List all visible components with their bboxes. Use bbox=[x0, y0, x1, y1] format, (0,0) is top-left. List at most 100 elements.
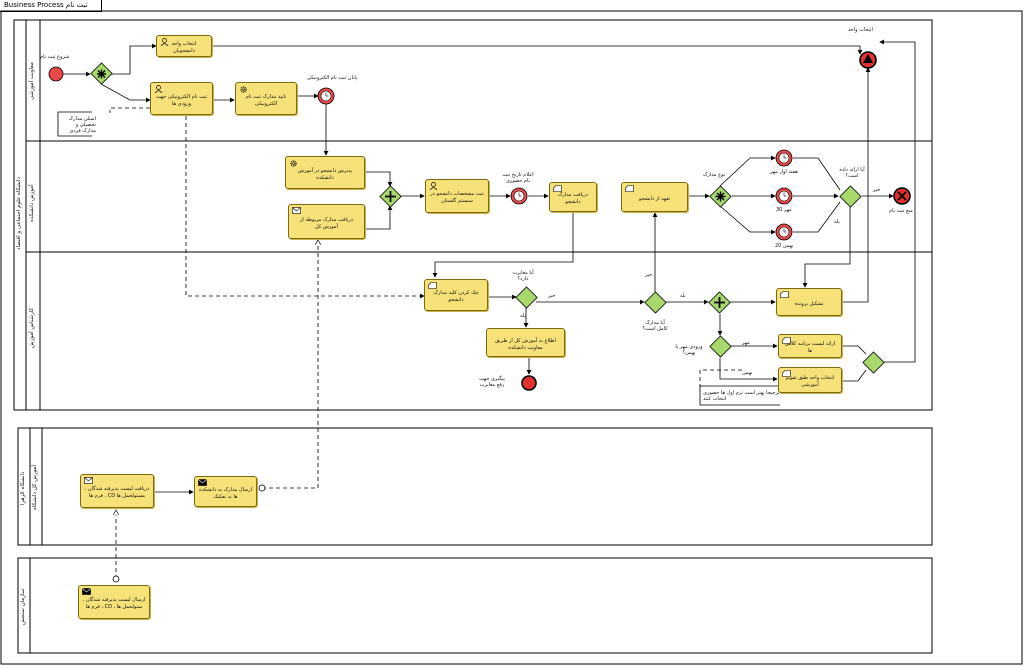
sequence-flows bbox=[63, 39, 916, 495]
task-label: چک کردن کلیه مدارک دانشجو bbox=[433, 290, 479, 303]
mehr-label: مهر bbox=[742, 340, 750, 346]
timer-first-week-mehr bbox=[775, 149, 793, 167]
bahman20-label: بهمن 20 bbox=[775, 243, 794, 249]
doc-type-label: نوع مدارک bbox=[703, 172, 726, 178]
annotation-first-term: ترجیحا بهتر است ترم اول ها حضوری انتخاب … bbox=[703, 390, 780, 402]
task-receive-admitted-list[interactable]: دریافت لیست پذیرفته شدگان ، فرم ها ، CD … bbox=[80, 474, 154, 508]
canvas-frame bbox=[0, 10, 1023, 665]
hand-icon bbox=[553, 185, 562, 193]
user-icon bbox=[160, 38, 169, 46]
gateway-complete bbox=[644, 291, 667, 314]
stop-label: منع ثبت نام bbox=[889, 208, 913, 214]
user-icon bbox=[429, 182, 438, 190]
gateway-deficit bbox=[515, 286, 538, 309]
task-label: ارسال لیست پذیرفته شدگان ، فرم ها ، CD ،… bbox=[82, 597, 146, 610]
task-label: دریافت لیست پذیرفته شدگان ، فرم ها ، CD … bbox=[84, 486, 150, 499]
submitted-question-label: آیا ارائه داده است؟ bbox=[839, 167, 865, 179]
annotation-bracket-1 bbox=[57, 111, 92, 137]
end-event-stop bbox=[893, 187, 911, 205]
gear-icon bbox=[239, 85, 248, 93]
gear-icon bbox=[289, 159, 298, 167]
task-label: پذیرش دانشجو در آموزش دانشکده bbox=[297, 167, 353, 181]
entry-question-label: ورودی مهر یا بهمن؟ bbox=[675, 344, 703, 356]
no-label-2: خیر bbox=[548, 293, 556, 299]
task-create-file[interactable]: تشکیل پرونده bbox=[776, 288, 842, 316]
task-send-documents-faculties[interactable]: ارسال مدارک به دانشکده ها به تفکیک bbox=[194, 476, 257, 507]
end-event-follow bbox=[521, 375, 537, 391]
annotation-scan-documents: اسکن مدارک تحصیلی و مدارک فردی bbox=[68, 116, 96, 134]
message-flows bbox=[109, 107, 742, 579]
mehr30-label: مهر 30 bbox=[776, 207, 792, 213]
yes-label-2: بله bbox=[520, 313, 526, 319]
no-label-1: خیر bbox=[873, 187, 881, 193]
gateway-doc-type bbox=[709, 185, 732, 208]
task-verify-documents[interactable]: تایید مدارک ثبت نام الکترونیکی bbox=[235, 82, 297, 115]
task-label: ارسال مدارک به دانشکده ها به تفکیک bbox=[198, 486, 253, 500]
task-label: تعهد از دانشجو bbox=[639, 195, 670, 202]
task-check-documents[interactable]: چک کردن کلیه مدارک دانشجو bbox=[424, 279, 488, 311]
task-class-schedule[interactable]: ارائه لیست برنامه کلاس ها bbox=[778, 334, 842, 358]
timer2-label: اعلام تاریخ ثبت نام حضوری bbox=[502, 172, 534, 184]
pool-label-sanjesh: سازمان سنجش bbox=[20, 588, 26, 625]
hand-icon bbox=[782, 337, 791, 345]
task-label: دریافت مدارک مربوطه از آموزش کل bbox=[299, 216, 354, 230]
envelope-icon bbox=[292, 207, 301, 215]
gateway-complex bbox=[90, 62, 113, 85]
gateway-merge bbox=[862, 351, 885, 374]
deficit-question-label: آیا مغایرت دارد؟ bbox=[512, 270, 534, 282]
task-course-selection[interactable]: انتخاب واحد دانشجویان bbox=[156, 35, 212, 57]
lane-label-expert: کارشناس آموزش bbox=[29, 307, 35, 348]
lane-label-central-education: آموزش کل دانشکاه bbox=[32, 465, 38, 510]
pool-label-alzahra: دانشکاه الزهرا bbox=[20, 471, 26, 505]
hand-icon bbox=[780, 291, 789, 299]
task-admit-student[interactable]: پذیرش دانشجو در آموزش دانشکده bbox=[285, 156, 365, 189]
task-register-golestan[interactable]: ثبت مشخصات دانشجو در سیستم گلستان bbox=[425, 179, 489, 213]
hand-icon bbox=[428, 282, 437, 290]
no-label-3: خیر bbox=[645, 272, 653, 278]
task-label: تایید مدارک ثبت نام الکترونیکی bbox=[245, 93, 287, 107]
end-selection-label: انتخاب واحد bbox=[848, 27, 873, 33]
gateway-parallel-1 bbox=[379, 185, 402, 208]
envelope-icon bbox=[84, 477, 93, 485]
user-icon bbox=[154, 85, 163, 93]
task-notify-central[interactable]: اطلاع به آموزش کل از طریق معاونت دانشکده bbox=[486, 328, 565, 357]
timer-event-2 bbox=[510, 187, 528, 205]
envelope-filled-icon bbox=[198, 479, 207, 487]
yes-label-1: بله bbox=[834, 219, 840, 225]
timer-event-1 bbox=[317, 87, 335, 105]
hand-icon bbox=[625, 185, 634, 193]
task-electronic-registration[interactable]: ثبت نام الکترونیکی جهت ورودی ها bbox=[150, 82, 213, 115]
lane-label-deputy: معاونت آموزشی bbox=[29, 62, 35, 100]
annotation-bracket-2 bbox=[699, 385, 780, 406]
hand-icon bbox=[782, 370, 791, 378]
start-event bbox=[48, 66, 64, 82]
complete-question-label: آیا مدارک کامل است؟ bbox=[642, 320, 668, 332]
pool-sanjesh bbox=[17, 557, 933, 654]
task-label: تشکیل پرونده bbox=[794, 300, 824, 307]
bahman-label: بهمن bbox=[742, 370, 753, 376]
envelope-filled-icon bbox=[82, 588, 91, 596]
end-event-course-selection bbox=[859, 51, 877, 69]
task-send-admitted-list[interactable]: ارسال لیست پذیرفته شدگان ، فرم ها ، CD ،… bbox=[78, 585, 150, 619]
follow-up-label: پیگیری جهت رفع مغایرت bbox=[479, 376, 505, 388]
task-label: انتخاب واحد طبق تقویم آموزشی bbox=[785, 375, 835, 388]
task-label: دریافت مدارک دانشجو bbox=[557, 192, 589, 205]
pool-label-social: دانشکاه علوم اجتماعی و اقتصاد bbox=[16, 176, 22, 250]
pool-alzahra bbox=[17, 427, 933, 546]
task-label: ثبت نام الکترونیکی جهت ورودی ها bbox=[155, 93, 208, 107]
lane-label-faculty-education: آموزش دانشکده bbox=[29, 184, 35, 222]
timer1-label: پایان ثبت نام الکترونیکی bbox=[307, 75, 358, 81]
task-receive-documents-central[interactable]: دریافت مدارک مربوطه از آموزش کل bbox=[288, 204, 365, 239]
gateway-submitted bbox=[839, 185, 862, 208]
task-label: انتخاب واحد دانشجویان bbox=[171, 41, 197, 54]
gateway-parallel-2 bbox=[708, 291, 731, 314]
gateway-entry bbox=[709, 335, 732, 358]
task-label: ارائه لیست برنامه کلاس ها bbox=[784, 341, 836, 354]
task-student-commitment[interactable]: تعهد از دانشجو bbox=[621, 182, 688, 212]
yes-label-3: بله bbox=[680, 293, 686, 299]
first-week-label: هفته اول مهر bbox=[770, 169, 798, 175]
task-receive-student-documents[interactable]: دریافت مدارک دانشجو bbox=[549, 182, 597, 212]
timer-bahman-20 bbox=[775, 223, 793, 241]
task-select-by-calendar[interactable]: انتخاب واحد طبق تقویم آموزشی bbox=[778, 367, 842, 393]
